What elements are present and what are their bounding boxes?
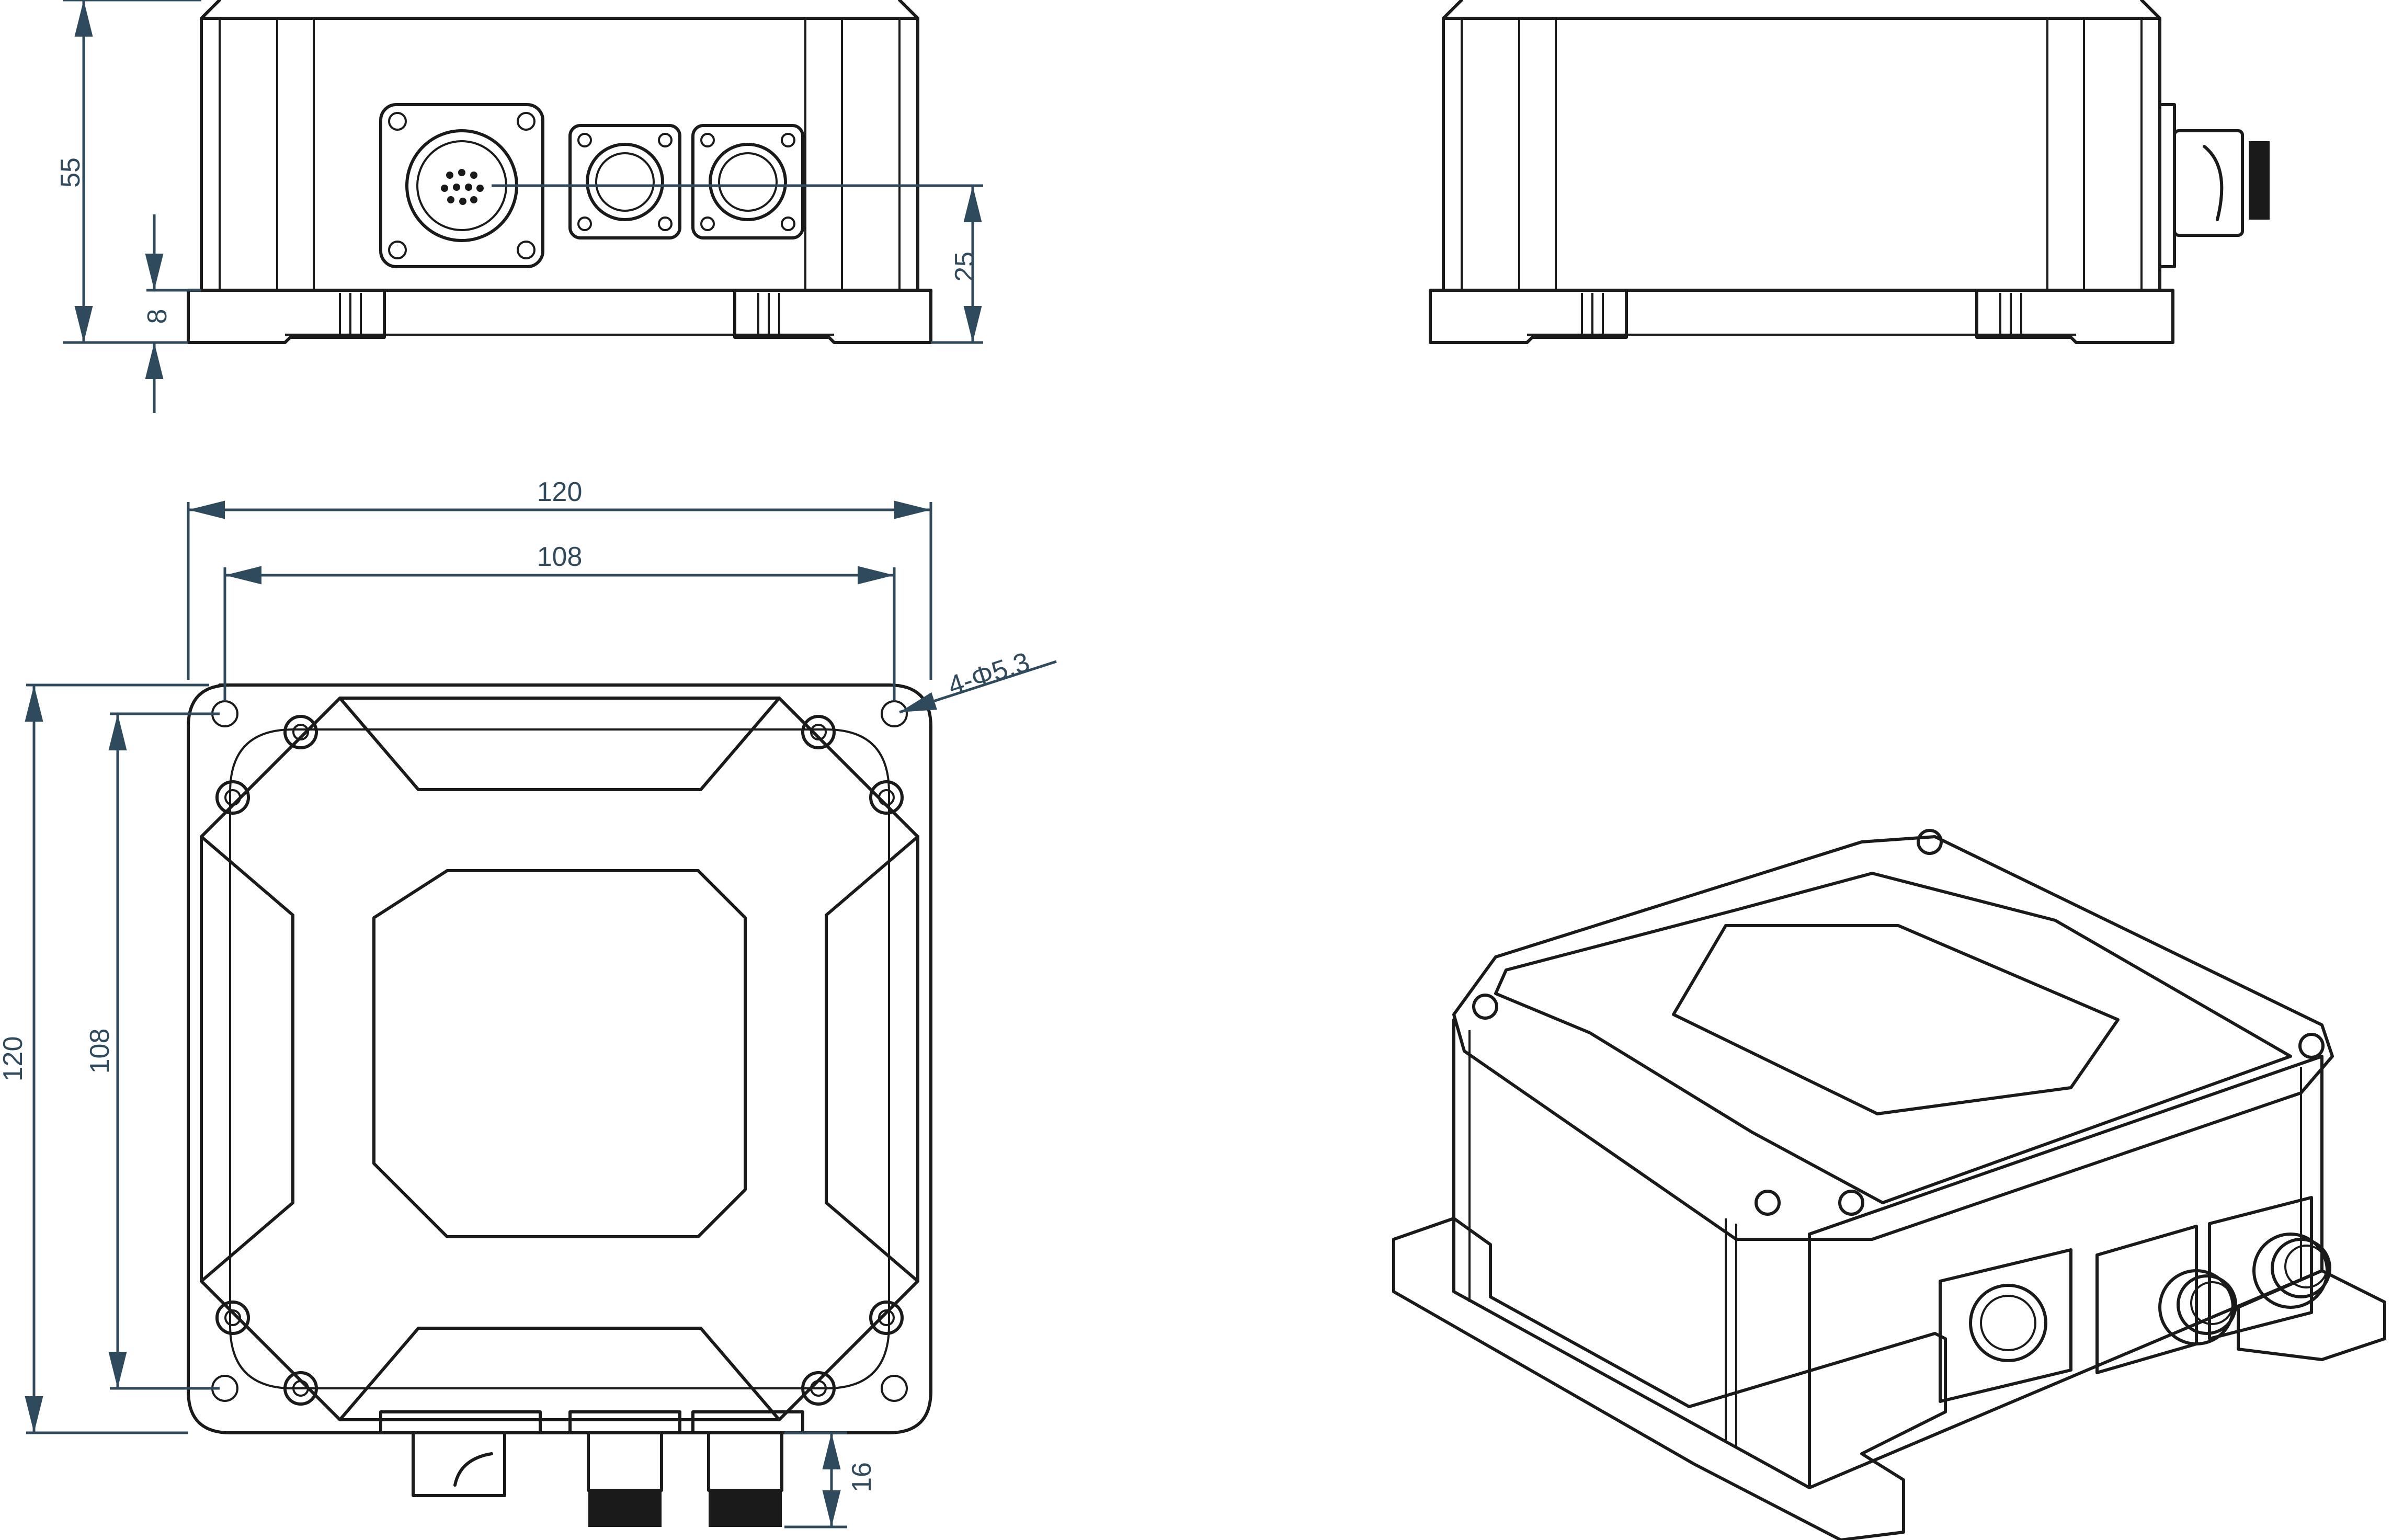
round-connector-front-1 xyxy=(568,124,681,239)
screws xyxy=(215,715,904,1406)
dim-top-width-outer: 120 xyxy=(537,477,583,507)
dim-front-base: 8 xyxy=(142,309,173,324)
iso-connectors xyxy=(1939,1196,2331,1403)
dim-top-width-holes: 108 xyxy=(537,542,583,572)
side-view xyxy=(1429,0,2270,344)
dim-connector-length: 16 xyxy=(847,1462,877,1492)
dim-front-height: 55 xyxy=(55,157,86,188)
dim-top-height-outer: 120 xyxy=(0,1036,28,1082)
dim-hole-callout: 4-Φ5.3 xyxy=(944,647,1033,702)
top-view: 120 108 120 108 4-Φ5.3 16 xyxy=(0,477,1057,1528)
side-connector xyxy=(2158,103,2270,268)
dim-front-connector: 25 xyxy=(950,252,980,282)
bottom-connectors xyxy=(379,1410,804,1527)
round-connector-front-2 xyxy=(691,124,804,239)
dim-top-height-holes: 108 xyxy=(85,1029,115,1074)
front-view: 55 8 25 xyxy=(55,0,983,413)
isometric-view xyxy=(1392,829,2386,1540)
